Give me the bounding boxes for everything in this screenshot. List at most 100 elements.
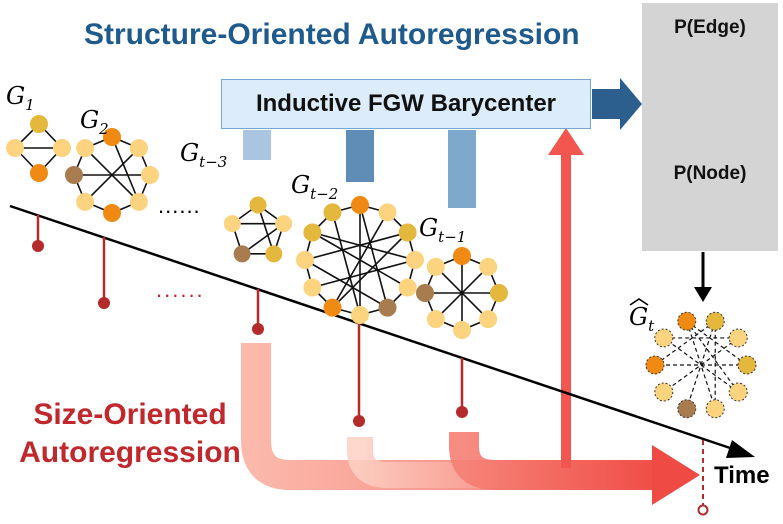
graph-g1-node <box>6 139 24 157</box>
graph-gt-hat-node <box>654 382 674 402</box>
stem-dot-gt1 <box>456 406 468 418</box>
graph-g2-node <box>141 166 159 184</box>
graph-gt-hat-edge <box>686 320 748 366</box>
graph-gt1-edge <box>435 266 489 320</box>
svg-text:Gt: Gt <box>629 303 655 335</box>
graph-gt2-edge <box>304 231 408 261</box>
merge-arrow-head <box>548 128 584 155</box>
input-bar-t2 <box>346 130 374 182</box>
graph-g2 <box>65 128 159 222</box>
graph-g2-edge <box>111 136 140 203</box>
timeline: ...... <box>9 204 755 516</box>
graph-gt2-node <box>398 278 417 297</box>
graph-gt2-node <box>323 298 342 317</box>
graph-gt-hat-edge <box>654 320 716 366</box>
size-arrow-head <box>652 445 700 505</box>
graph-g2-node <box>103 204 121 222</box>
timeline-ellipsis: ...... <box>156 277 205 302</box>
stem-dot-gt-hat <box>697 504 709 516</box>
graph-g2-node <box>129 139 148 158</box>
graph-gt-hat-node <box>677 399 697 419</box>
graph-gt2-node <box>378 298 397 317</box>
size-arrow-path-3 <box>449 432 660 490</box>
graph-gt1-node <box>416 284 434 302</box>
graph-gt2-node <box>303 278 322 297</box>
p-edge-label: P(Edge) <box>674 17 746 38</box>
barycenter-output-arrow <box>592 78 642 130</box>
size-arrow-path-2 <box>347 437 660 488</box>
size-arrows <box>241 343 700 505</box>
size-title-line2: Autoregression <box>19 436 241 469</box>
graph-gt2-node <box>406 251 424 269</box>
graph-gt1-node <box>426 310 445 329</box>
output-arrow-shaft <box>592 89 622 119</box>
graph-gt1-node <box>453 247 471 265</box>
graph-gt-hat <box>645 311 757 419</box>
graph-gt3-edge <box>241 223 285 255</box>
graph-gt-hat-node <box>737 355 757 375</box>
graph-g2-node <box>65 166 83 184</box>
graph-g2-edge <box>84 147 140 203</box>
graph-g1 <box>6 115 71 182</box>
size-title-line1: Size-Oriented <box>33 398 227 431</box>
graph-gt2 <box>296 196 424 324</box>
graph-gt2-node <box>351 196 369 214</box>
graph-gt-hat-node <box>645 355 665 375</box>
graph-gt2-node <box>351 306 369 324</box>
barycenter-box: Inductive FGW Barycenter <box>221 79 591 129</box>
hat-accent <box>629 298 649 306</box>
graph-gt1-node <box>453 321 471 339</box>
label-g1: G1 <box>6 82 35 114</box>
graph-gt-hat-node <box>705 311 725 331</box>
graphs-layer <box>6 115 757 419</box>
graph-gt3-node <box>233 245 251 263</box>
graph-gt2-node <box>303 223 322 242</box>
stem-dot-gt2 <box>353 415 365 427</box>
merge-arrow <box>548 128 584 468</box>
graph-gt2-node <box>398 223 417 242</box>
graph-gt-hat-node <box>705 399 725 419</box>
output-arrow-head <box>620 78 642 130</box>
graph-gt-hat-edge <box>663 337 739 393</box>
graph-gt2-node <box>323 203 342 222</box>
graph-gt3-node <box>249 196 267 214</box>
graph-g1-node <box>53 139 71 157</box>
graph-gt2-edge <box>304 259 388 309</box>
input-bar-t3 <box>243 130 271 160</box>
graph-gt-hat-node <box>728 328 748 348</box>
panel-down-arrow-head <box>694 287 712 302</box>
graph-gt1-node <box>479 257 498 276</box>
size-arrow-path-1 <box>241 343 660 490</box>
stem-dot-gt3 <box>252 323 264 335</box>
stem-dot-g2 <box>98 297 110 309</box>
merge-arrow-shaft <box>561 150 571 468</box>
label-gt2: Gt−2 <box>291 171 338 203</box>
graph-gt2-edge <box>331 231 409 309</box>
probability-panel: P(Edge) P(Node) <box>642 3 778 251</box>
graph-ellipsis: ...... <box>158 193 201 218</box>
graph-gt3-edge <box>257 204 275 255</box>
graph-gt3-node <box>223 215 241 233</box>
label-gt-hat: Gt <box>629 298 655 335</box>
graph-gt2-edge <box>312 259 416 289</box>
graph-gt2-edge <box>331 212 361 316</box>
graph-gt3-node <box>275 215 293 233</box>
graph-g2-node <box>76 192 95 211</box>
time-axis-label: Time <box>714 462 770 489</box>
label-gt3: Gt−3 <box>180 139 227 171</box>
timeline-arrowhead <box>726 440 755 458</box>
graph-gt1-node <box>490 284 508 302</box>
label-g2: G2 <box>80 106 109 138</box>
graph-g2-node <box>129 192 148 211</box>
graph-gt2-edge <box>359 204 389 308</box>
graph-gt2-node <box>378 203 397 222</box>
graph-gt3 <box>223 196 293 263</box>
graph-gt-hat-node <box>677 311 697 331</box>
label-gt1: Gt−1 <box>419 214 466 246</box>
graph-g2-node <box>76 139 95 158</box>
graph-gt2-node <box>296 251 314 269</box>
graph-gt1-node <box>426 257 445 276</box>
graph-gt-hat-node <box>654 328 674 348</box>
graph-g1-node <box>30 115 48 133</box>
timeline-axis <box>9 204 746 455</box>
